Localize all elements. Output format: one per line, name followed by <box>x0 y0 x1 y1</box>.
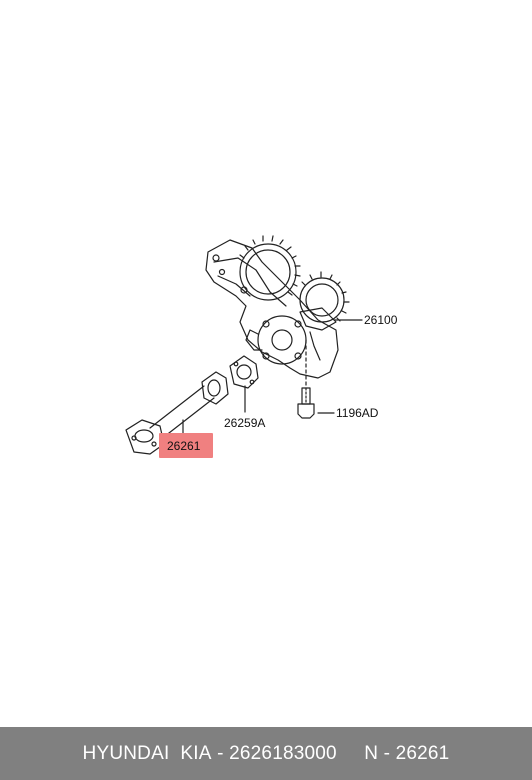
drive-gear <box>239 235 301 301</box>
pump-housing <box>205 239 339 379</box>
label-1196AD[interactable]: 1196AD <box>336 406 379 420</box>
pump-cover <box>245 315 307 365</box>
footer-part-number: 2626183000 <box>229 742 337 764</box>
label-26100[interactable]: 26100 <box>364 313 398 327</box>
highlight-box-26261 <box>159 433 213 458</box>
part-info-footer: HYUNDAI KIA - 2626183000 N - 26261 <box>0 727 532 780</box>
label-26259A[interactable]: 26259A <box>224 416 265 430</box>
parts-diagram: 26100 26259A 1196AD 26261 <box>125 235 398 458</box>
bolt-1196AD <box>297 339 315 419</box>
gasket-26259A <box>229 355 259 389</box>
oil-pump-assembly <box>205 235 350 379</box>
footer-brand: HYUNDAI KIA <box>82 742 212 764</box>
driven-gear <box>299 271 350 323</box>
footer-ref: N - 26261 <box>364 742 450 764</box>
footer-separator: - <box>211 742 230 764</box>
footer-gap <box>337 743 364 765</box>
label-26261[interactable]: 26261 <box>167 439 201 453</box>
